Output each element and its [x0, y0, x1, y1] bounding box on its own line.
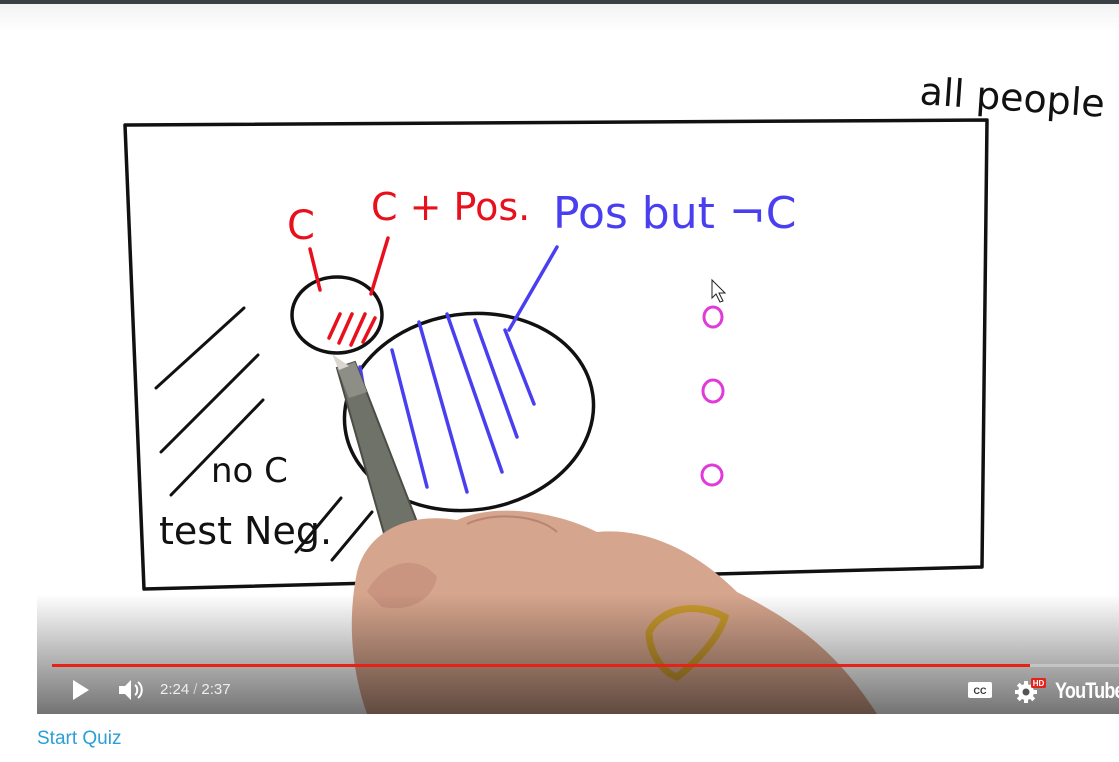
time-display: 2:24/2:37	[160, 681, 231, 698]
label-test-neg: test Neg.	[159, 509, 332, 553]
c-pos-hatch	[308, 236, 390, 347]
hd-badge: HD	[1033, 679, 1045, 688]
time-separator: /	[193, 681, 198, 698]
ellipsis-dots	[700, 305, 725, 487]
cc-icon: CC	[968, 682, 992, 698]
label-c-pos: C + Pos.	[371, 185, 530, 229]
gear-icon: HD	[1015, 678, 1046, 703]
top-shade	[0, 4, 1119, 32]
negative-hatch	[154, 306, 374, 562]
settings-button[interactable]: HD	[1013, 672, 1047, 708]
youtube-logo[interactable]: YouTube	[1055, 678, 1119, 703]
play-button[interactable]	[67, 672, 95, 708]
volume-icon	[119, 680, 143, 700]
cc-button[interactable]: CC	[965, 672, 995, 708]
universe-rectangle	[123, 118, 989, 591]
positive-test-ellipse	[342, 311, 596, 513]
label-all-people: all people	[918, 69, 1106, 126]
mouse-cursor-icon	[711, 278, 727, 303]
current-time: 2:24	[160, 681, 190, 698]
duration: 2:37	[201, 681, 231, 698]
start-quiz-link[interactable]: Start Quiz	[37, 728, 122, 749]
video-player[interactable]: all people C C + Pos. Pos but ¬C no C te…	[37, 32, 1119, 714]
label-c: C	[287, 203, 315, 249]
control-bar: 2:24/2:37 CC	[37, 672, 1119, 712]
controls-gradient	[37, 594, 1119, 714]
progress-bar[interactable]	[52, 664, 1119, 667]
label-no-c: no C	[211, 451, 288, 491]
cancer-circle	[290, 275, 384, 355]
browser-top-bar	[0, 0, 1119, 4]
volume-button[interactable]	[115, 672, 147, 708]
progress-played	[52, 664, 1031, 667]
label-pos-not-c: Pos but ¬C	[553, 188, 796, 239]
play-icon	[73, 680, 89, 700]
svg-text:CC: CC	[974, 686, 987, 696]
